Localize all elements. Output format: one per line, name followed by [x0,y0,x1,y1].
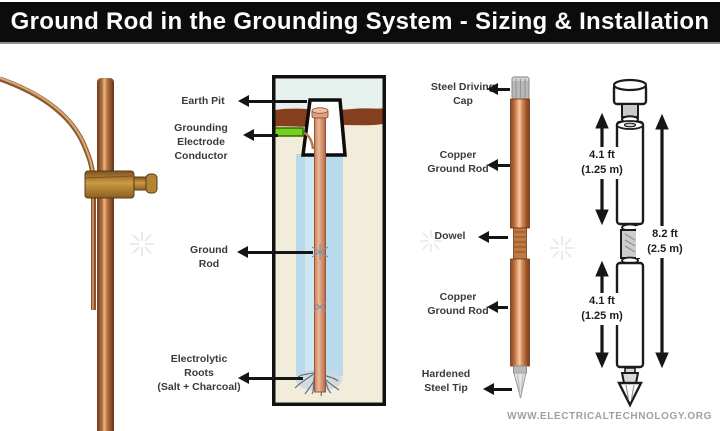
rod-steel-tip [513,372,527,399]
arrow-roots-icon [238,373,303,383]
size-tip-nut [620,372,640,384]
dimension-total: 8.2 ft (2.5 m) [636,226,694,258]
page-title: Ground Rod in the Grounding System - Siz… [10,8,710,35]
rod-upper-section [510,98,530,229]
sparkle-icon [419,229,443,253]
arrow-steel-cap-icon [487,84,510,94]
label-grounding-electrode-conductor: Grounding Electrode Conductor [174,122,228,162]
copper-rod-diagram [510,76,530,399]
size-cap-stub [621,103,639,118]
pit-conductor [272,127,304,137]
pit-break-marks [311,244,329,312]
label-dowel: Dowel [434,230,466,242]
rod-lower-section [510,258,530,367]
rod-dowel [513,227,527,260]
label-electrolytic-roots: Electrolytic Roots (Salt + Charcoal) [157,353,241,393]
label-ground-rod: Ground Rod [190,244,228,270]
size-tip-cone [617,381,643,408]
label-hardened-steel-tip: Hardened Steel Tip [421,368,471,394]
arrow-dowel-icon [478,232,508,242]
dimension-lower: 4.1 ft (1.25 m) [573,293,631,325]
photo-wire [0,76,96,177]
photo-clamp-bolt [133,176,148,191]
sparkle-icon [130,232,154,256]
label-earth-pit: Earth Pit [181,95,225,107]
sparkle-icon [550,236,574,260]
label-steel-driving-cap: Steel Driving Cap [430,81,496,107]
earth-pit-diagram [272,75,386,406]
arrow-copper-upper-icon [487,160,510,170]
arrow-steel-tip-icon [483,384,512,394]
photo-clamp [84,170,135,199]
arrow-copper-lower-icon [487,302,508,312]
arrow-ground-rod-icon [237,247,313,257]
label-copper-rod-lower: Copper Ground Rod [427,291,489,317]
dimension-upper: 4.1 ft (1.25 m) [573,147,631,179]
arrow-conductor-icon [243,130,278,140]
title-bar: Ground Rod in the Grounding System - Siz… [0,2,720,44]
rod-tip-collar [513,365,527,374]
label-copper-rod-upper: Copper Ground Rod [427,149,489,175]
ground-rod-photo [0,76,158,431]
website-watermark: WWW.ELECTRICALTECHNOLOGY.ORG [507,411,712,422]
pit-box-border [272,75,386,406]
arrow-earth-pit-icon [238,96,307,106]
